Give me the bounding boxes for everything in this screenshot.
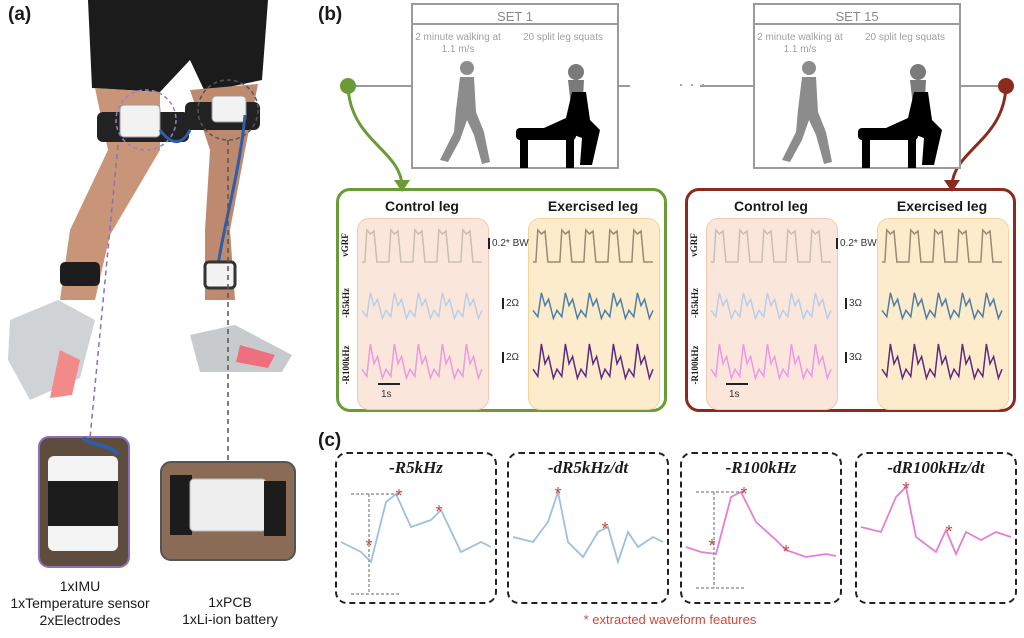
scale-r100-1: 2Ω: [502, 352, 519, 363]
imu-caption: 1xIMU 1xTemperature sensor 2xElectrodes: [0, 578, 160, 629]
feature-marker-1-0: *: [554, 484, 561, 504]
control-leg-title-1: Control leg: [385, 198, 459, 214]
trace-r100-control-2: [710, 343, 832, 381]
caption-line-temp: 1xTemperature sensor: [10, 595, 150, 611]
sensor-box-right: [211, 95, 247, 123]
feature-trace-1: [512, 488, 664, 566]
shorts-shape: [88, 0, 268, 92]
feature-trace-3: [860, 485, 1012, 557]
scale-r100-2: 3Ω: [845, 352, 862, 363]
feature-trace-0: [340, 492, 492, 564]
feature-marker-0-1: *: [435, 502, 442, 522]
shoe-left-accent: [50, 350, 80, 398]
trace-vgrf-control-2: [711, 228, 831, 263]
feature-box-dr5: [507, 452, 669, 604]
ankle-strap-left: [60, 262, 100, 286]
time-label-1: 1s: [381, 389, 392, 400]
trace-r5-control-1: [361, 292, 483, 321]
panel-label-b: (b): [318, 4, 343, 25]
scale-vgrf-2: 0.2* BW: [836, 238, 877, 249]
feature-title-dr100: -dR100kHz/dt: [887, 458, 985, 477]
set15-walk-text: 2 minute walking at 1.1 m/s: [757, 32, 843, 55]
caption-line-battery: 1xLi-ion battery: [182, 611, 278, 627]
feature-marker-2-0: *: [740, 484, 747, 504]
sensor-box-left: [119, 104, 161, 138]
feature-plot-2: * * *: [685, 484, 837, 589]
panel-label-c: (c): [318, 430, 342, 451]
caption-line-electrodes: 2xElectrodes: [39, 612, 121, 628]
feature-title-r100: -R100kHz: [725, 458, 797, 477]
trace-r100-exercised-1: [532, 343, 654, 381]
footnote-extracted-features: * extracted waveform features: [583, 612, 757, 627]
set-ellipsis: · · ·: [678, 74, 706, 94]
sensor-highlight-right: [197, 79, 259, 141]
control-leg-title-2: Control leg: [734, 198, 808, 214]
feature-marker-1-1: *: [601, 519, 608, 539]
trace-vgrf-control-1: [362, 228, 482, 263]
sensor-highlight-left: [115, 89, 177, 151]
squat-icon-1: [516, 64, 600, 168]
feature-plot-0: * * *: [340, 486, 492, 595]
feature-box-r100: [680, 452, 842, 604]
set1-walk-text: 2 minute walking at 1.1 m/s: [415, 32, 501, 55]
leg-photo: [8, 0, 292, 462]
feature-box-dr100: [855, 452, 1017, 604]
feature-marker-3-1: *: [945, 522, 952, 542]
scale-r5-1: 2Ω: [502, 298, 519, 309]
trace-r100-exercised-2: [881, 343, 1003, 381]
trace-r100-control-1: [361, 343, 483, 381]
time-scalebar-1: [378, 383, 400, 385]
caption-line-imu: 1xIMU: [59, 578, 101, 594]
trace-r5-exercised-2: [881, 292, 1003, 321]
feature-trace-2: [685, 490, 837, 558]
feature-plot-3: **: [860, 479, 1012, 557]
trace-vgrf-exercised-1: [533, 228, 653, 263]
protocol-timeline: [340, 3, 1014, 192]
arrow-red: [950, 85, 1008, 186]
exercised-leg-title-1: Exercised leg: [547, 198, 639, 214]
pcb-inset-photo: [160, 461, 296, 561]
feature-title-r5: -R5kHz: [389, 458, 443, 477]
pcb-caption: 1xPCB 1xLi-ion battery: [160, 594, 300, 628]
scale-vgrf-1: 0.2* BW: [488, 238, 529, 249]
caption-line-pcb: 1xPCB: [208, 594, 252, 610]
walker-icon-2: [782, 61, 832, 164]
amplitude-guide-2: [696, 491, 746, 589]
feature-plot-1: **: [512, 484, 664, 566]
set1-title: SET 1: [497, 9, 533, 24]
control-vs-exercised-block-set1: [336, 188, 667, 412]
imu-inset-photo: [38, 436, 130, 568]
trace-r5-exercised-1: [532, 292, 654, 321]
feature-marker-2-2: *: [708, 536, 715, 556]
amplitude-guide-0: [351, 493, 401, 595]
control-vs-exercised-block-set15: [685, 188, 1016, 412]
set15-squat-text: 20 split leg squats: [864, 32, 946, 43]
walker-icon-1: [440, 61, 490, 164]
shoe-right-accent: [236, 345, 275, 368]
feature-marker-0-0: *: [395, 486, 402, 506]
set15-title: SET 15: [835, 9, 879, 24]
arrow-green: [346, 85, 404, 186]
set1-squat-text: 20 split leg squats: [522, 32, 604, 43]
feature-marker-0-2: *: [365, 536, 372, 556]
scale-r5-2: 3Ω: [845, 298, 862, 309]
feature-marker-2-1: *: [782, 542, 789, 562]
feature-marker-3-0: *: [902, 479, 909, 499]
time-scalebar-2: [726, 383, 748, 385]
time-label-2: 1s: [729, 389, 740, 400]
trace-vgrf-exercised-2: [882, 228, 1002, 263]
trace-r5-control-2: [710, 292, 832, 321]
feature-title-dr5: -dR5kHz/dt: [547, 458, 629, 477]
squat-icon-2: [858, 64, 942, 168]
feature-box-r5: [335, 452, 497, 604]
panel-label-a: (a): [8, 4, 32, 25]
exercised-leg-title-2: Exercised leg: [896, 198, 988, 214]
